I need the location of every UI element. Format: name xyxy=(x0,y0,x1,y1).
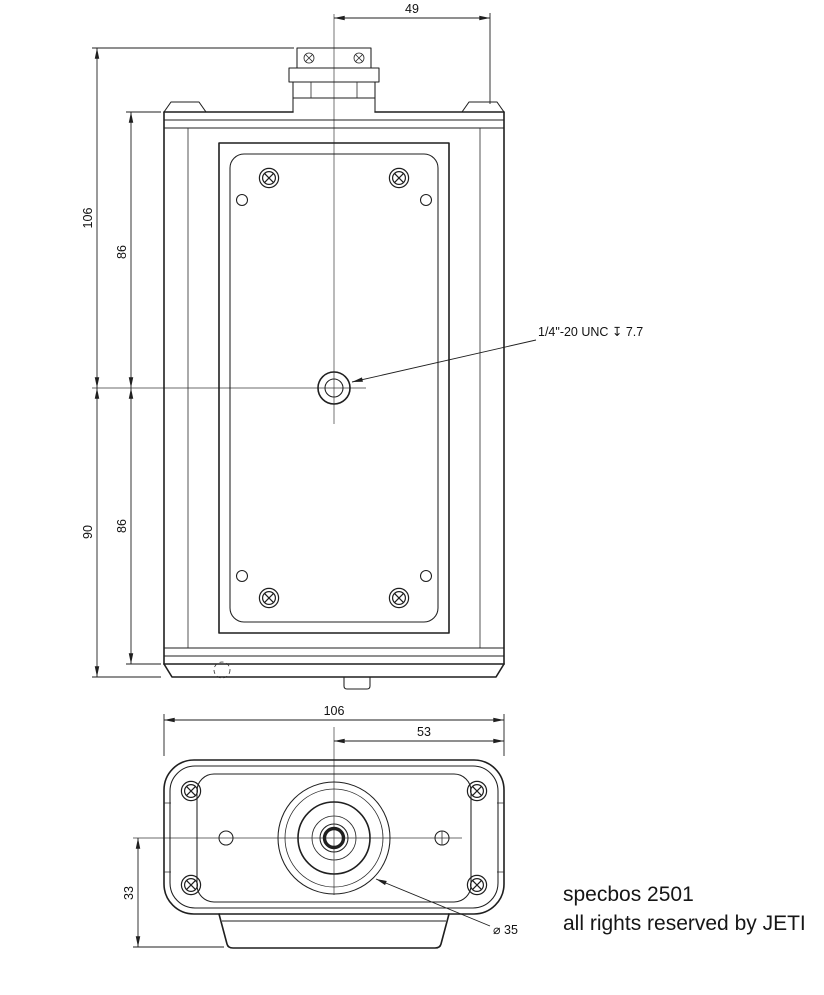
dim-overall-lower: 90 xyxy=(81,388,161,678)
dim-bottom-width-value: 106 xyxy=(324,704,345,718)
mounting-plate xyxy=(218,142,450,634)
lens-aperture xyxy=(322,826,346,850)
plate-hole-top-right xyxy=(419,193,433,207)
body-outline xyxy=(163,101,505,690)
front-view: 1/4"-20 UNC ↧ 7.7 49 106 86 90 86 xyxy=(81,2,643,690)
dim-plate-lower-value: 86 xyxy=(115,519,129,533)
plate-hole-bottom-left xyxy=(235,569,249,583)
dim-plate-lower: 86 xyxy=(115,388,161,665)
plate-outer xyxy=(218,142,450,634)
thread-note-label: 1/4"-20 UNC ↧ 7.7 xyxy=(538,325,643,339)
lens-ring-4 xyxy=(311,815,357,861)
housing-outer xyxy=(163,759,505,915)
dim-overall-upper: 106 xyxy=(81,47,294,388)
connector-neck xyxy=(292,81,376,99)
housing-inner-face xyxy=(196,773,472,903)
connector-screw-left xyxy=(303,52,315,64)
housing-middle xyxy=(169,765,499,909)
housing-screw-top-left xyxy=(180,780,202,802)
bottom-housing xyxy=(163,759,505,915)
dim-lens-offset-value: 33 xyxy=(122,886,136,900)
thread-note: 1/4"-20 UNC ↧ 7.7 xyxy=(351,325,643,383)
top-lug-right xyxy=(461,101,505,113)
housing-screw-top-right xyxy=(466,780,488,802)
plate-inner xyxy=(229,153,439,623)
plate-screw-bottom-right xyxy=(388,587,410,609)
dim-overall-lower-value: 90 xyxy=(81,525,95,539)
thread-note-leader xyxy=(351,339,537,383)
footer-outline xyxy=(218,913,450,949)
bottom-connector-tab xyxy=(343,677,371,690)
lens-hub xyxy=(319,823,349,853)
body-bottom-edge xyxy=(163,663,505,678)
dim-bottom-width: 106 xyxy=(163,704,505,756)
product-name: specbos 2501 xyxy=(563,883,694,906)
lens-assembly xyxy=(277,781,391,895)
dim-overall-upper-value: 106 xyxy=(81,208,95,229)
dim-lens-diameter-leader xyxy=(375,878,491,927)
lens-ring-2 xyxy=(284,788,384,888)
plate-screw-top-right xyxy=(388,167,410,189)
side-hole-right xyxy=(434,830,450,846)
dim-lens-diameter: ⌀ 35 xyxy=(375,878,518,937)
top-connector xyxy=(288,47,380,112)
housing-screw-bottom-left xyxy=(180,874,202,896)
dim-half-width-value: 53 xyxy=(417,725,431,739)
connector-screw-right xyxy=(353,52,365,64)
lens-ring-3 xyxy=(297,801,371,875)
dim-lens-diameter-value: ⌀ 35 xyxy=(493,923,518,937)
dim-top-width: 49 xyxy=(334,2,491,104)
dim-plate-upper: 86 xyxy=(115,111,161,388)
plate-hole-top-left xyxy=(235,193,249,207)
hidden-hole xyxy=(213,661,231,679)
center-thread-hole xyxy=(317,371,351,405)
plate-hole-bottom-right xyxy=(419,569,433,583)
bottom-footer xyxy=(218,913,450,949)
copyright-text: all rights reserved by JETI xyxy=(563,912,806,935)
plate-screw-top-left xyxy=(258,167,280,189)
title-block: specbos 2501 all rights reserved by JETI xyxy=(563,883,806,935)
dim-plate-upper-value: 86 xyxy=(115,245,129,259)
plate-screw-bottom-left xyxy=(258,587,280,609)
lens-ring-outer xyxy=(277,781,391,895)
housing-parting-ticks xyxy=(164,802,504,873)
dim-half-width: 53 xyxy=(334,725,504,744)
bottom-view: 106 53 33 ⌀ 35 xyxy=(122,704,518,949)
dim-top-width-value: 49 xyxy=(405,2,419,16)
side-hole-left xyxy=(218,830,234,846)
dim-lens-offset: 33 xyxy=(122,838,224,948)
housing-screw-bottom-right xyxy=(466,874,488,896)
top-lug-left xyxy=(163,101,207,113)
